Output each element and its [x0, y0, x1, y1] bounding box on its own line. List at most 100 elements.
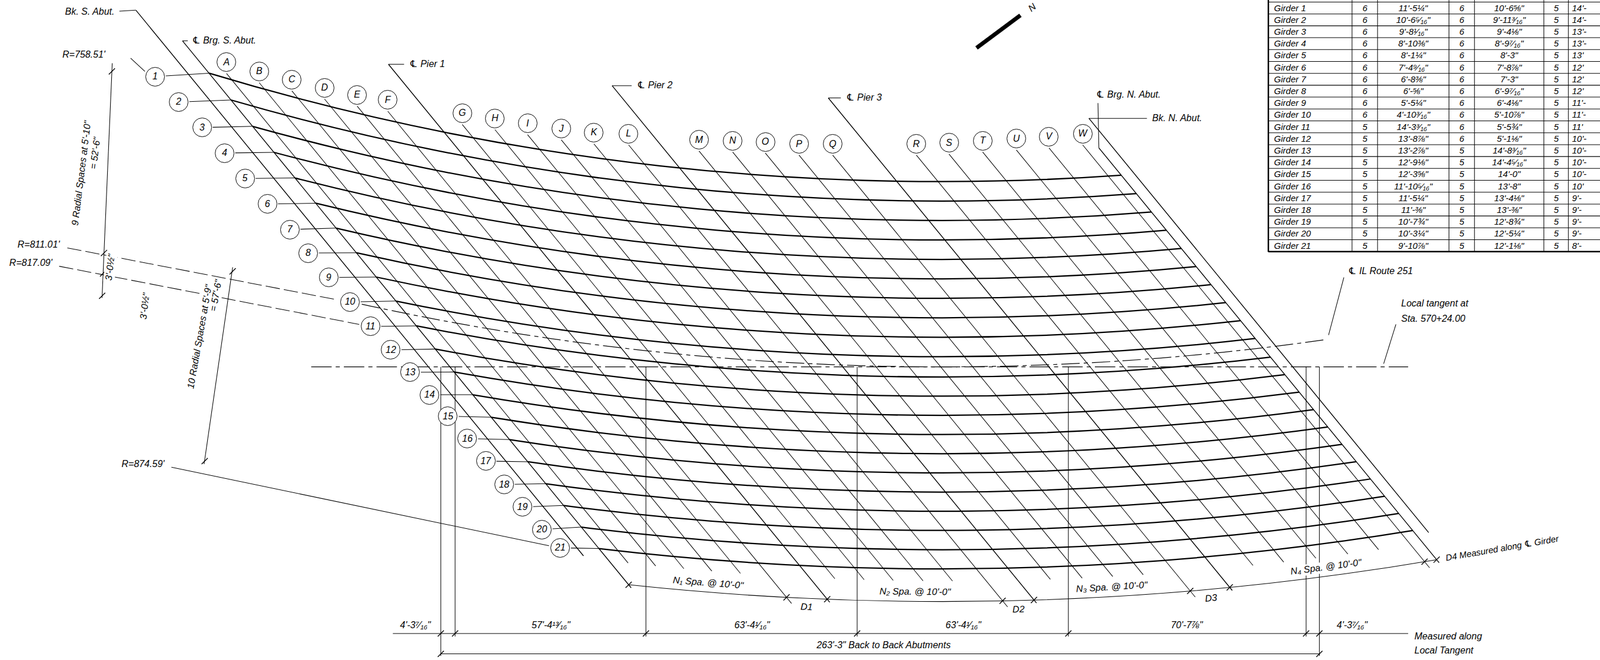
table-cell: 10'- — [1571, 169, 1588, 179]
girder-leader — [571, 548, 600, 550]
table-cell: 5 — [1552, 145, 1559, 156]
table-cell: 6 — [1458, 38, 1465, 49]
girder-leader — [458, 416, 491, 418]
table-cell: 11' — [1571, 122, 1583, 132]
dimension-line — [392, 633, 1409, 634]
dim-tick — [625, 582, 632, 589]
extension-line — [455, 367, 456, 637]
table-cell: 6 — [1458, 27, 1465, 37]
table-cell: 6 — [1361, 27, 1368, 37]
extension-line — [645, 367, 647, 637]
note-text: ℄ Brg. S. Abut. — [190, 35, 258, 47]
table-cell: 14'-0" — [1497, 169, 1522, 179]
callout-number: 13 — [405, 367, 416, 378]
table-cell: 14'-4⁵⁄₁₆" — [1491, 157, 1528, 168]
extension-line — [171, 467, 549, 547]
table-cell: 11'-5¼" — [1398, 193, 1429, 204]
leader-line — [182, 40, 188, 42]
table-cell: Girder 20 — [1273, 228, 1312, 239]
leader-line — [1097, 103, 1100, 148]
table-rule — [1268, 108, 1600, 110]
table-cell: 9'-8¹⁄₁₆" — [1398, 27, 1429, 37]
girder-number-circle: 18 — [494, 475, 514, 495]
skew-reference-line — [135, 10, 584, 557]
callout-number: 10 — [344, 297, 356, 307]
cross-frame-circle: N — [722, 131, 743, 151]
dimension-text: 57'-4¹³⁄₁₆" — [530, 620, 572, 632]
callout-number: K — [591, 127, 598, 138]
callout-number: 20 — [536, 525, 548, 535]
girder-line — [416, 326, 1271, 378]
table-cell: 12'-9⅛" — [1397, 157, 1429, 168]
table-cell: 5 — [1458, 193, 1465, 204]
cross-frame-circle: W — [1073, 124, 1093, 144]
callout-number: W — [1078, 128, 1088, 139]
table-cell: 7'-3" — [1499, 74, 1519, 85]
table-cell: 5 — [1458, 228, 1465, 239]
table-cell: 12'-1⅛" — [1493, 241, 1525, 251]
table-cell: 11'-5¼" — [1398, 3, 1429, 13]
dimension-text: 3'-0½" — [137, 291, 153, 322]
north-arrow — [976, 15, 1021, 48]
dim-tick — [999, 598, 1006, 604]
cross-frame-circle: S — [939, 133, 959, 153]
table-rule — [1268, 120, 1600, 122]
dimension-text: R=817.09' — [8, 257, 54, 270]
table-cell: 5 — [1361, 145, 1368, 156]
note-text: ℄ IL Route 251 — [1346, 266, 1414, 278]
cross-frame-line — [982, 151, 1316, 559]
dimension-text: 9 Radial Spaces at 5'-10" — [69, 118, 94, 228]
table-cell: 6'-⅝" — [1402, 86, 1424, 96]
girder-number-circle: 7 — [280, 220, 300, 240]
girder-leader — [515, 483, 547, 485]
leader-line — [828, 97, 841, 99]
dim-tick — [437, 651, 444, 657]
table-cell: 12' — [1571, 74, 1585, 85]
note-text: Bk. N. Abut. — [1150, 113, 1204, 125]
table-rule — [1268, 168, 1600, 169]
cross-frame-line — [259, 82, 656, 567]
table-cell: Girder 2 — [1273, 15, 1307, 25]
table-cell: 6 — [1458, 15, 1465, 25]
table-cell: 5 — [1361, 217, 1368, 227]
table-cell: 5 — [1361, 205, 1368, 215]
callout-number: J — [558, 124, 564, 134]
table-cell: 5 — [1458, 169, 1465, 179]
cross-frame-circle: I — [518, 113, 538, 134]
note-text: ℄ Pier 3 — [844, 92, 884, 104]
table-cell: 6'-4⅛" — [1496, 98, 1523, 108]
callout-number: M — [695, 135, 703, 145]
table-cell: 5 — [1458, 181, 1465, 192]
dim-tick — [824, 596, 831, 603]
girder-line — [252, 126, 1152, 221]
cross-frame-line — [698, 151, 1051, 580]
note-text: Local Tangent — [1413, 645, 1475, 657]
table-cell: 5 — [1361, 228, 1368, 239]
cross-frame-circle: H — [485, 108, 505, 129]
cross-frame-line — [462, 124, 835, 580]
table-cell: 5 — [1552, 181, 1559, 192]
girder-number-circle: 14 — [419, 385, 440, 406]
table-rule — [1268, 1, 1600, 3]
extension-line — [1305, 367, 1307, 637]
callout-number: N — [729, 135, 737, 146]
table-rule — [1268, 132, 1600, 134]
table-cell: 9'- — [1571, 228, 1582, 239]
table-cell: 13'-⅜" — [1496, 205, 1523, 215]
cross-frame-circle: J — [551, 118, 572, 139]
table-cell: 12'-5¼" — [1493, 228, 1525, 239]
callout-number: 19 — [517, 502, 529, 513]
local-tangent-line — [311, 366, 1409, 368]
girder-line — [336, 228, 1211, 299]
leader-line — [119, 10, 136, 12]
table-cell: Girder 13 — [1273, 145, 1312, 156]
table-rule — [1268, 84, 1600, 86]
table-cell: 6 — [1458, 134, 1465, 144]
table-cell: 5 — [1361, 181, 1368, 192]
table-rule — [1268, 144, 1600, 145]
table-cell: 5 — [1458, 241, 1465, 251]
girder-leader — [496, 461, 528, 463]
table-cell: 5 — [1458, 205, 1465, 215]
table-rule — [1268, 251, 1600, 253]
dimension-line — [440, 654, 1320, 655]
